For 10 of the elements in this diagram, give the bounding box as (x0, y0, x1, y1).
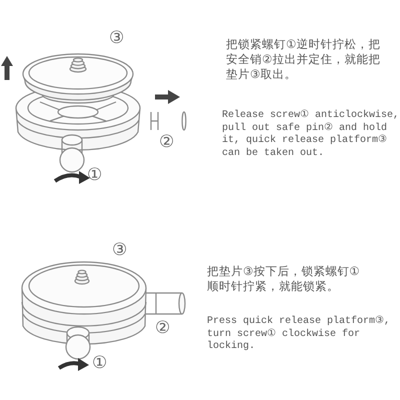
callout-number: ② (155, 319, 170, 337)
instruction-text: Press quick release platform③, turn screw① clockwise for locking. (207, 316, 392, 354)
callout-number: ③ (112, 241, 128, 259)
callout-number: ① (87, 166, 102, 184)
instruction-text: 把锁紧螺钉①逆时针拧松，把安全销②拉出并定住，就能把垫片③取出。 (226, 37, 382, 82)
callout-number: ② (159, 133, 174, 151)
instruction-text: 把垫片③按下后，锁紧螺钉①顺时针拧紧，就能锁紧。 (207, 264, 361, 294)
callout-number: ③ (109, 29, 124, 47)
instruction-text: Release screw① anticlockwise, pull out safe pin② and hold it, quick release platform③ can be taken out. (222, 110, 400, 160)
callout-number: ① (92, 354, 108, 372)
